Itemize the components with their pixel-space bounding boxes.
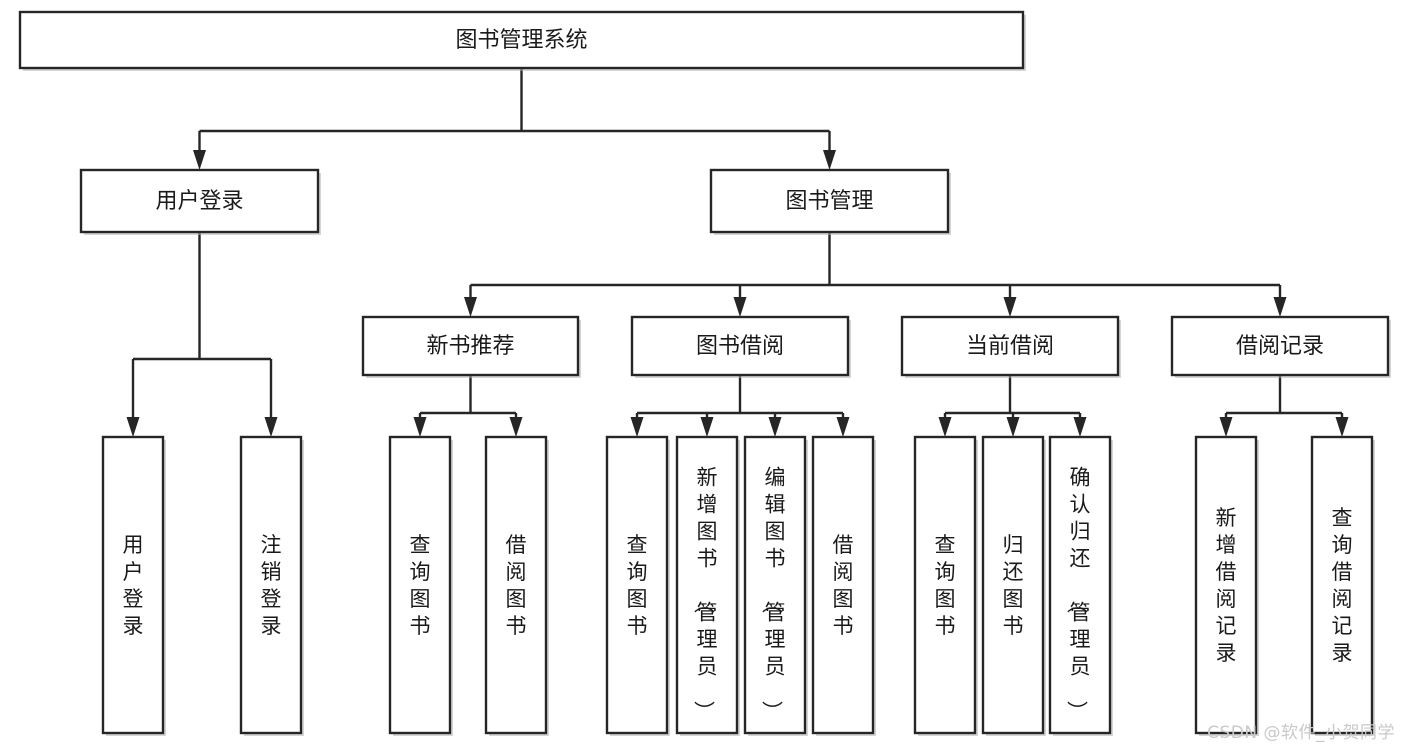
node-label: 借阅图书 [833,533,854,638]
arrow-head-icon [836,417,850,437]
node-label: 用户登录 [123,533,144,638]
node-box[interactable] [18,10,1025,70]
node-user-login[interactable]: 用户登录 [79,168,321,235]
node-label: 新增图书（管理员） [692,466,718,722]
node-label: 图书管理系统 [455,28,587,53]
node-label: 查询借阅记录 [1332,506,1353,665]
arrow-head-icon [768,417,782,437]
arrow-head-icon [700,417,714,437]
node-box[interactable] [811,435,875,735]
node-leaf-return-book[interactable]: 归还图书 [981,435,1046,736]
node-leaf-logout[interactable]: 注销登录 [239,435,304,736]
node-box[interactable] [361,315,580,377]
arrow-head-icon [1006,417,1020,437]
node-book-manage[interactable]: 图书管理 [709,168,951,235]
connector-group-book_borrow [630,375,850,437]
connector-group-borrow_record [1219,375,1349,437]
node-label: 注销登录 [261,533,282,638]
node-label: 编辑图书（管理员） [760,466,786,722]
node-leaf-query-book-1[interactable]: 查询图书 [388,435,453,736]
arrow-head-icon [1273,297,1287,317]
arrow-head-icon [1073,417,1087,437]
node-box[interactable] [900,315,1120,377]
node-box[interactable] [388,435,452,735]
arrow-head-icon [509,417,523,437]
node-label: 归还图书 [1003,533,1024,638]
arrow-head-icon [938,417,952,437]
node-label: 当前借阅 [966,334,1054,359]
node-label: 查询图书 [935,533,956,638]
node-box[interactable] [675,435,739,735]
node-box[interactable] [1048,435,1112,735]
node-label: 用户登录 [155,189,243,214]
node-label: 借阅记录 [1236,334,1324,359]
node-label: 借阅图书 [506,533,527,638]
node-box[interactable] [1310,435,1374,735]
arrow-head-icon [1219,417,1233,437]
node-box[interactable] [239,435,303,735]
node-new-book-rec[interactable]: 新书推荐 [361,315,581,378]
arrow-head-icon [264,417,278,437]
node-label: 新书推荐 [426,334,514,359]
arrow-head-icon [1003,297,1017,317]
node-current-borrow[interactable]: 当前借阅 [900,315,1121,378]
node-label: 图书管理 [785,189,873,214]
connector-group-current_borrow [938,375,1087,437]
node-leaf-user-login[interactable]: 用户登录 [101,435,166,736]
connector-group-user_login [126,232,278,437]
node-box[interactable] [743,435,807,735]
node-box[interactable] [605,435,669,735]
connector-group-root [193,68,836,170]
connector-layer [126,68,1349,437]
arrow-head-icon [1335,417,1349,437]
arrow-head-icon [126,417,140,437]
node-box[interactable] [1170,315,1390,377]
node-borrow-record[interactable]: 借阅记录 [1170,315,1391,378]
node-leaf-query-book-3[interactable]: 查询图书 [913,435,978,736]
node-layer: 图书管理系统用户登录图书管理新书推荐图书借阅当前借阅借阅记录用户登录注销登录查询… [18,10,1391,736]
arrow-head-icon [413,417,427,437]
node-leaf-confirm-return[interactable]: 确认归还（管理员） [1048,435,1113,736]
node-label: 查询图书 [627,533,648,638]
node-box[interactable] [484,435,548,735]
node-label: 查询图书 [410,533,431,638]
connector-group-book_manage [464,232,1287,317]
node-box[interactable] [981,435,1045,735]
node-label: 图书借阅 [696,334,784,359]
node-label: 新增借阅记录 [1216,506,1237,665]
node-label: 确认归还（管理员） [1065,466,1091,722]
node-leaf-edit-book[interactable]: 编辑图书（管理员） [743,435,808,736]
node-box[interactable] [709,168,950,234]
node-root[interactable]: 图书管理系统 [18,10,1026,71]
arrow-head-icon [733,297,747,317]
node-box[interactable] [79,168,320,234]
node-box[interactable] [1194,435,1258,735]
node-box[interactable] [913,435,977,735]
node-book-borrow[interactable]: 图书借阅 [630,315,851,378]
node-leaf-query-record[interactable]: 查询借阅记录 [1310,435,1375,736]
node-leaf-borrow-book-1[interactable]: 借阅图书 [484,435,549,736]
node-box[interactable] [630,315,850,377]
connector-group-new_book_rec [413,375,523,437]
arrow-head-icon [464,297,477,317]
node-leaf-add-record[interactable]: 新增借阅记录 [1194,435,1259,736]
arrow-head-icon [823,150,836,170]
node-leaf-query-book-2[interactable]: 查询图书 [605,435,670,736]
node-box[interactable] [101,435,165,735]
node-leaf-add-book[interactable]: 新增图书（管理员） [675,435,740,736]
node-leaf-borrow-book-2[interactable]: 借阅图书 [811,435,876,736]
arrow-head-icon [193,150,206,170]
arrow-head-icon [630,417,644,437]
